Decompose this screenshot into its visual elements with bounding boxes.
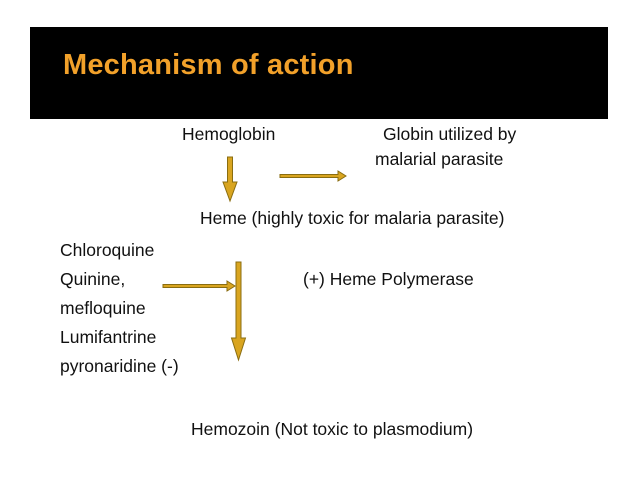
arrow-right-to-globin (279, 170, 347, 182)
arrow-right-from-drugs (162, 280, 236, 292)
drug-chloroquine: Chloroquine (60, 240, 155, 260)
arrow-down-to-hemozoin (230, 261, 247, 362)
title-bar: Mechanism of action (30, 27, 608, 119)
drug-quinine: Quinine, (60, 269, 126, 289)
drug-mefloquine: mefloquine (60, 298, 146, 318)
slide-title: Mechanism of action (63, 49, 354, 81)
globin-label-line2: malarial parasite (375, 149, 504, 169)
drug-lumifantrine: Lumifantrine (60, 327, 157, 347)
globin-label-line1: Globin utilized by (383, 124, 517, 144)
hemozoin-label: Hemozoin (Not toxic to plasmodium) (191, 419, 474, 439)
heme-label: Heme (highly toxic for malaria parasite) (200, 208, 505, 228)
heme-polymerase-label: (+) Heme Polymerase (303, 269, 474, 289)
arrow-down-to-heme (222, 156, 238, 203)
hemoglobin-label: Hemoglobin (182, 124, 276, 144)
drug-pyronaridine: pyronaridine (-) (60, 356, 179, 376)
